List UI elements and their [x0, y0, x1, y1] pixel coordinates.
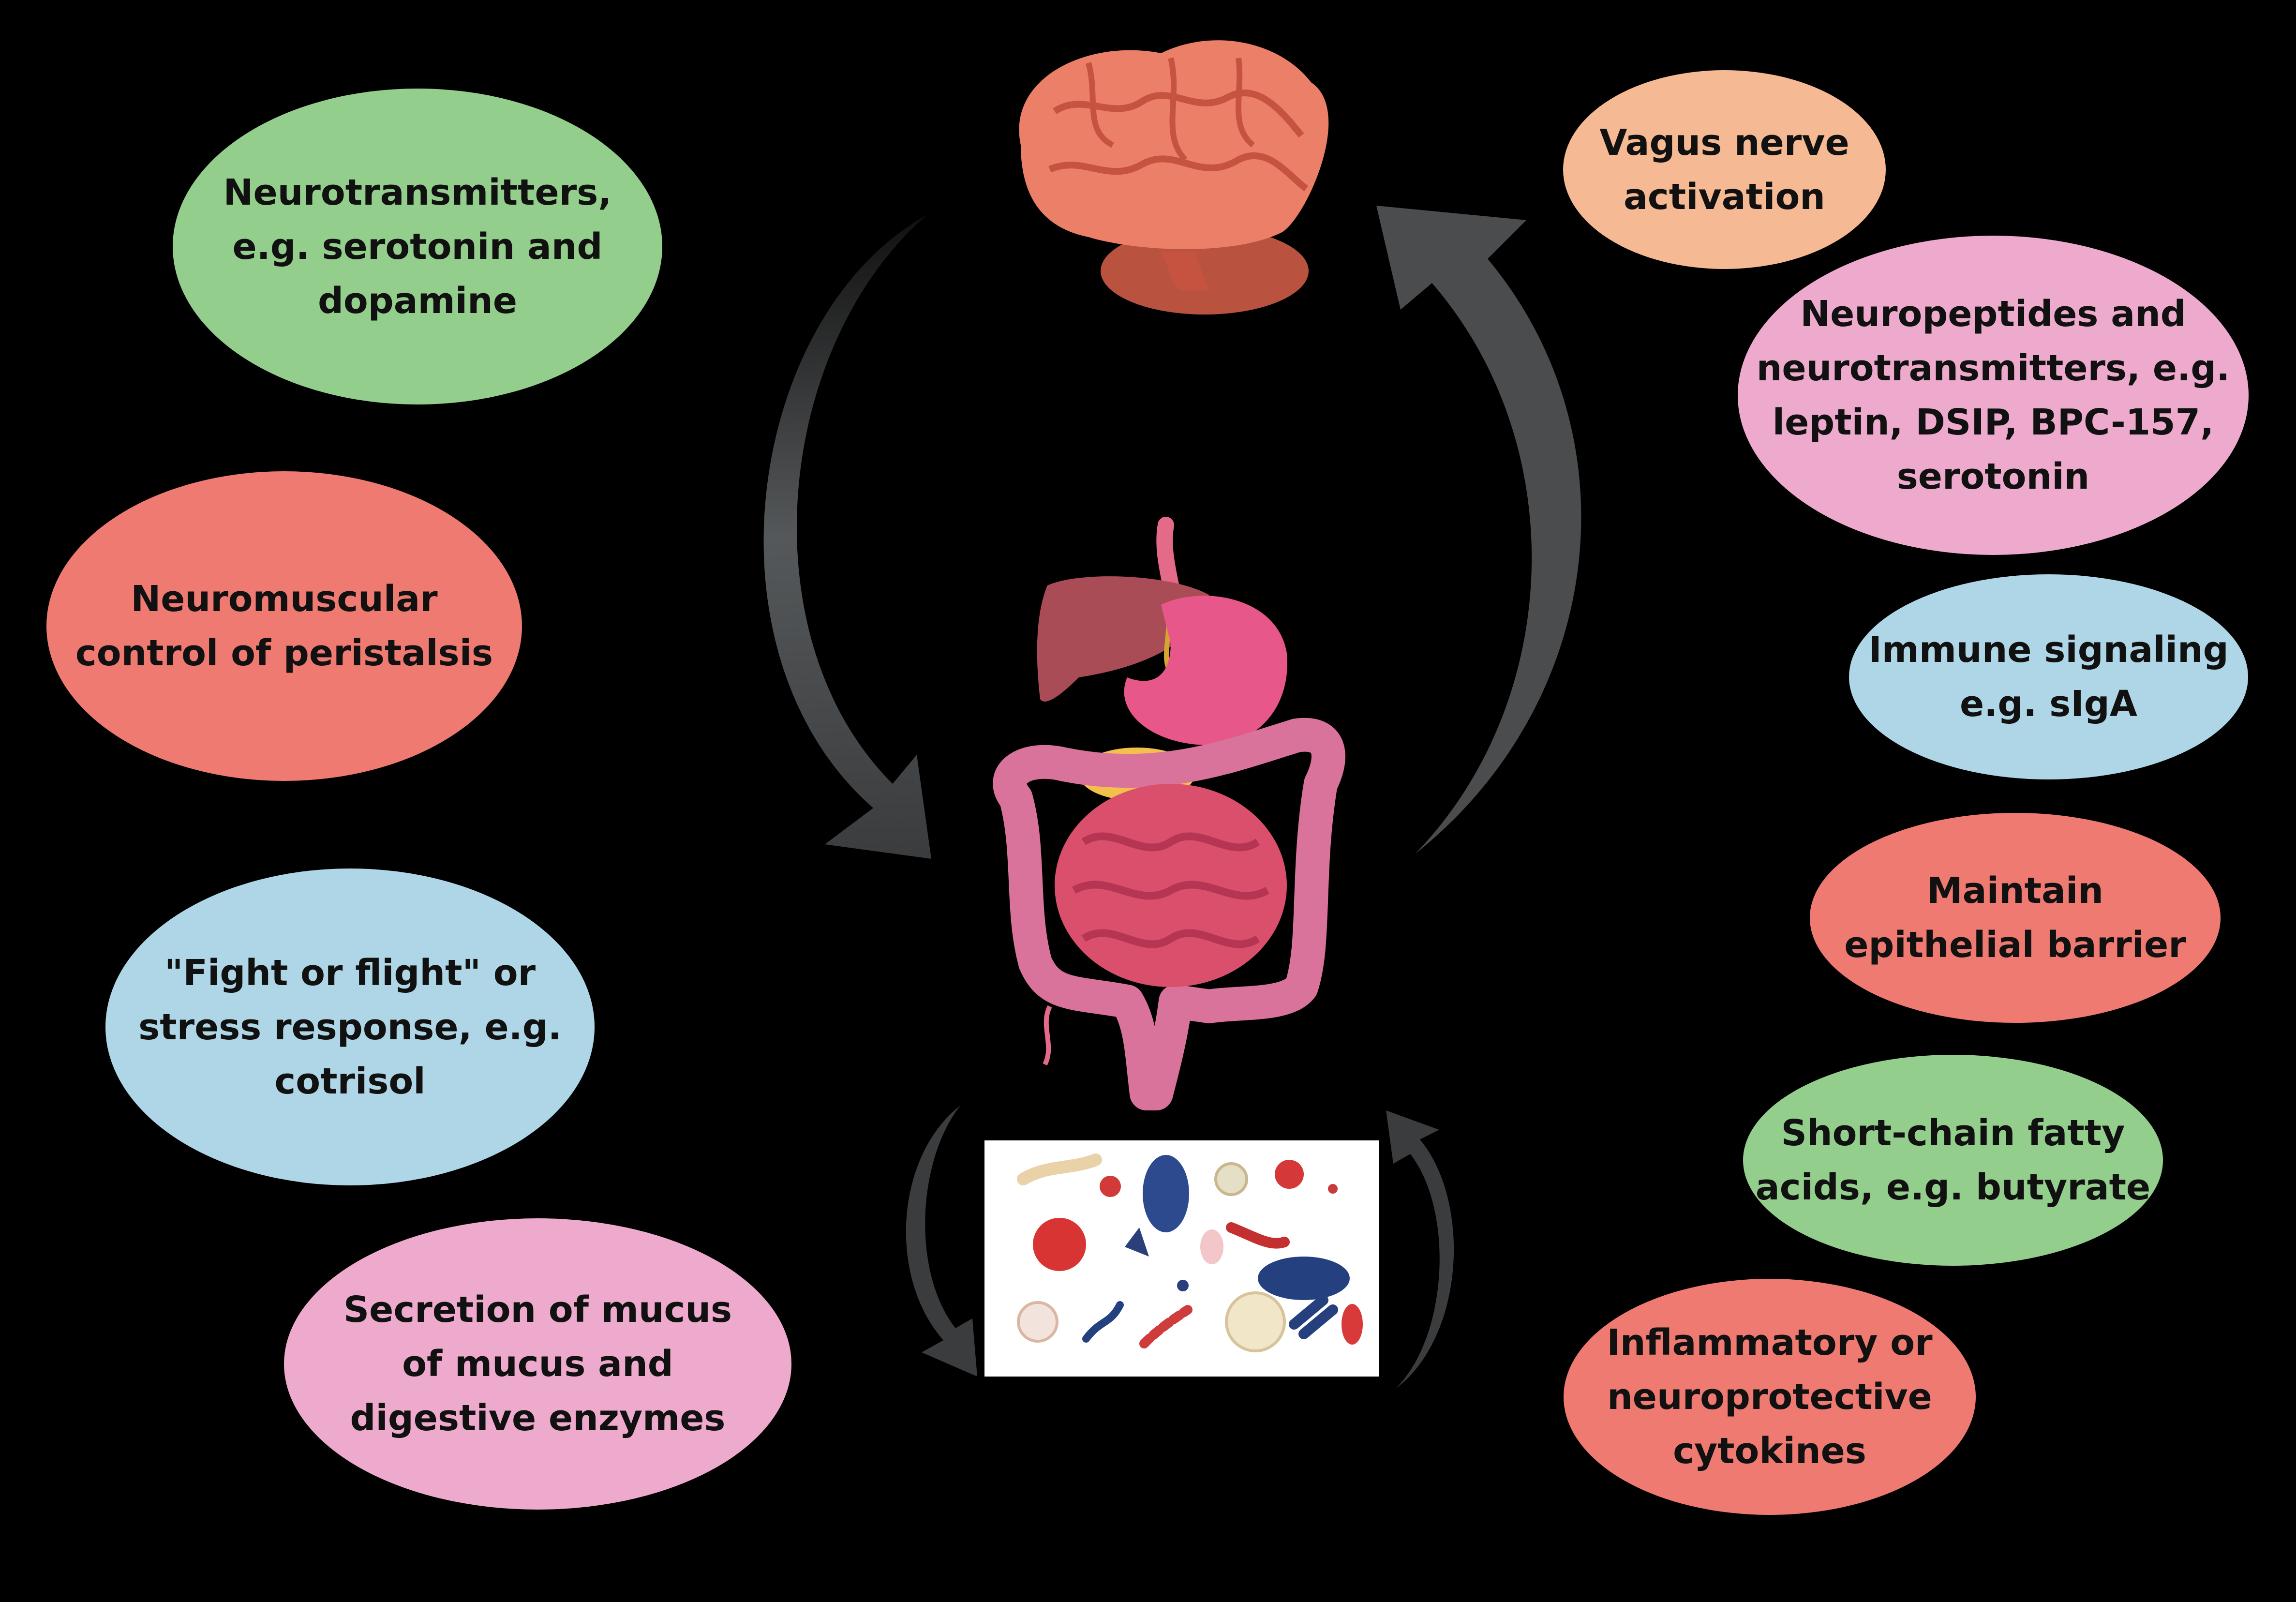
- right-bubble-text: Short-chain fatty acids, e.g. butyrate: [1755, 1112, 2151, 1208]
- right-bubble-text: Neuropeptides and neurotransmitters, e.g…: [1756, 293, 2230, 497]
- right-bubble-text: Vagus nerve activation: [1599, 121, 1849, 218]
- left-bubble-neurotransmitters: Neurotransmitters, e.g. serotonin and do…: [173, 89, 662, 404]
- right-bubble-text: Immune signaling e.g. sIgA: [1868, 629, 2229, 725]
- left-bubble-text: Neurotransmitters, e.g. serotonin and do…: [223, 171, 612, 322]
- microbiota-icon: [1017, 1153, 1363, 1352]
- right-bubble-neuropeptides: Neuropeptides and neurotransmitters, e.g…: [1738, 236, 2249, 555]
- left-bubble-text: "Fight or flight" or stress response, e.…: [138, 952, 562, 1102]
- left-bubble-peristalsis: Neuromuscular control of peristalsis: [46, 471, 522, 781]
- left-bubble-stress-response: "Fight or flight" or stress response, e.…: [105, 868, 595, 1185]
- right-bubble-immune-signaling: Immune signaling e.g. sIgA: [1849, 574, 2248, 779]
- right-bubble-text: Maintain epithelial barrier: [1844, 870, 2186, 966]
- gut-to-microbiota-arrow: [906, 1106, 977, 1377]
- left-bubble-text: Secretion of mucus of mucus and digestiv…: [343, 1289, 732, 1439]
- right-bubble-vagus-nerve: Vagus nerve activation: [1563, 70, 1886, 269]
- right-bubble-cytokines: Inflammatory or neuroprotective cytokine…: [1564, 1279, 1976, 1515]
- right-bubble-short-chain-fatty-acids: Short-chain fatty acids, e.g. butyrate: [1743, 1055, 2163, 1266]
- brain-icon: [1019, 40, 1329, 314]
- right-bubble-text: Inflammatory or neuroprotective cytokine…: [1607, 1322, 1933, 1472]
- right-bubble-epithelial-barrier: Maintain epithelial barrier: [1810, 813, 2221, 1023]
- brain-to-gut-arrow: [763, 215, 931, 859]
- digestive-system-icon: [993, 517, 1345, 1110]
- left-bubble-text: Neuromuscular control of peristalsis: [75, 578, 493, 674]
- left-bubble-mucus-secretion: Secretion of mucus of mucus and digestiv…: [284, 1218, 791, 1510]
- gut-to-brain-arrow: [1376, 206, 1581, 854]
- microbiota-panel: [984, 1140, 1379, 1377]
- microbiota-to-gut-arrow: [1386, 1110, 1454, 1389]
